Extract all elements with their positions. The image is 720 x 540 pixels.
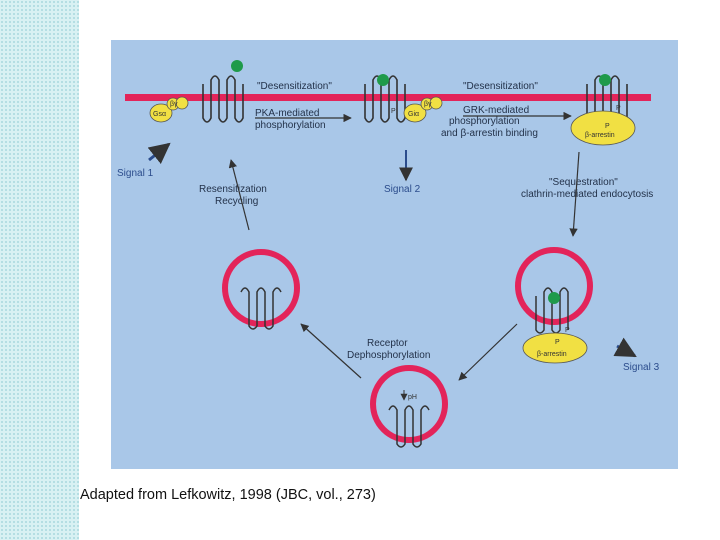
arrow-recycling xyxy=(228,159,250,231)
gi-protein: Giα βγ xyxy=(403,96,443,123)
receptor-1 xyxy=(202,75,244,123)
arrow-sequestration xyxy=(569,151,580,237)
decorative-side-strip xyxy=(0,0,79,540)
ligand-2 xyxy=(377,74,389,86)
receptor-cycle-figure: Gsα βγ P Giα βγ P P β-arrestin "Desensit… xyxy=(111,40,678,469)
vesicle-acidic: pH xyxy=(370,365,448,448)
receptor-2: P xyxy=(231,60,406,123)
grk-label-line1: GRK-mediated xyxy=(463,105,529,116)
receptor-3: P P β-arrestin xyxy=(570,74,636,146)
ligand-1 xyxy=(231,60,243,72)
ligand-3 xyxy=(599,74,611,86)
grk-label-line3: and β-arrestin binding xyxy=(441,128,538,139)
beta-arrestin-1 xyxy=(570,110,636,146)
ph-label: pH xyxy=(408,394,417,401)
gs-alpha-label: Gsα xyxy=(153,111,166,118)
phospho-label-2: P xyxy=(616,105,621,112)
phospho-label-5: P xyxy=(555,339,560,346)
beta-arrestin-label-1: β-arrestin xyxy=(585,132,615,139)
receptor-label: Receptor xyxy=(367,338,408,349)
beta-arrestin-2 xyxy=(522,332,588,364)
endocytosis-label: clathrin-mediated endocytosis xyxy=(521,189,653,200)
resensitization-label: Resensitization xyxy=(199,184,267,195)
dephosphorylation-label: Dephosphorylation xyxy=(347,350,430,361)
phospho-label-3: P xyxy=(605,123,610,130)
pka-label-line1: PKA-mediated xyxy=(255,108,319,119)
signal-3-arrow xyxy=(613,337,637,358)
signal-1-label: Signal 1 xyxy=(117,168,154,179)
grk-label-line2: phosphorylation xyxy=(449,116,520,127)
receptor-cycle-diagram: Gsα βγ P Giα βγ P P β-arrestin "Desensit… xyxy=(117,60,660,448)
pka-label-line2: phosphorylation xyxy=(255,120,326,131)
beta-gamma-label-2: βγ xyxy=(424,101,432,108)
desensitization-label-1: "Desensitization" xyxy=(257,81,332,92)
phospho-label-1: P xyxy=(391,108,396,115)
beta-gamma-label-1: βγ xyxy=(170,101,178,108)
signal-1-arrow xyxy=(147,142,171,165)
ligand-4 xyxy=(548,292,560,304)
gi-alpha-label: Giα xyxy=(408,111,419,118)
signal-2-label: Signal 2 xyxy=(384,184,421,195)
vesicle-sequestered: P P β-arrestin xyxy=(515,247,593,364)
recycling-label: Recycling xyxy=(215,196,258,207)
vesicle-recycling xyxy=(222,249,300,330)
gs-protein: Gsα βγ xyxy=(149,96,189,123)
arrow-to-recycling xyxy=(300,323,362,379)
desensitization-label-2: "Desensitization" xyxy=(463,81,538,92)
sequestration-label: "Sequestration" xyxy=(549,177,618,188)
plasma-membrane xyxy=(125,94,651,101)
phospho-label-4: P xyxy=(565,327,570,334)
figure-caption: Adapted from Lefkowitz, 1998 (JBC, vol.,… xyxy=(80,487,376,503)
beta-arrestin-label-2: β-arrestin xyxy=(537,351,567,358)
signal-3-label: Signal 3 xyxy=(623,362,660,373)
arrow-to-dephosphorylation xyxy=(458,323,518,381)
